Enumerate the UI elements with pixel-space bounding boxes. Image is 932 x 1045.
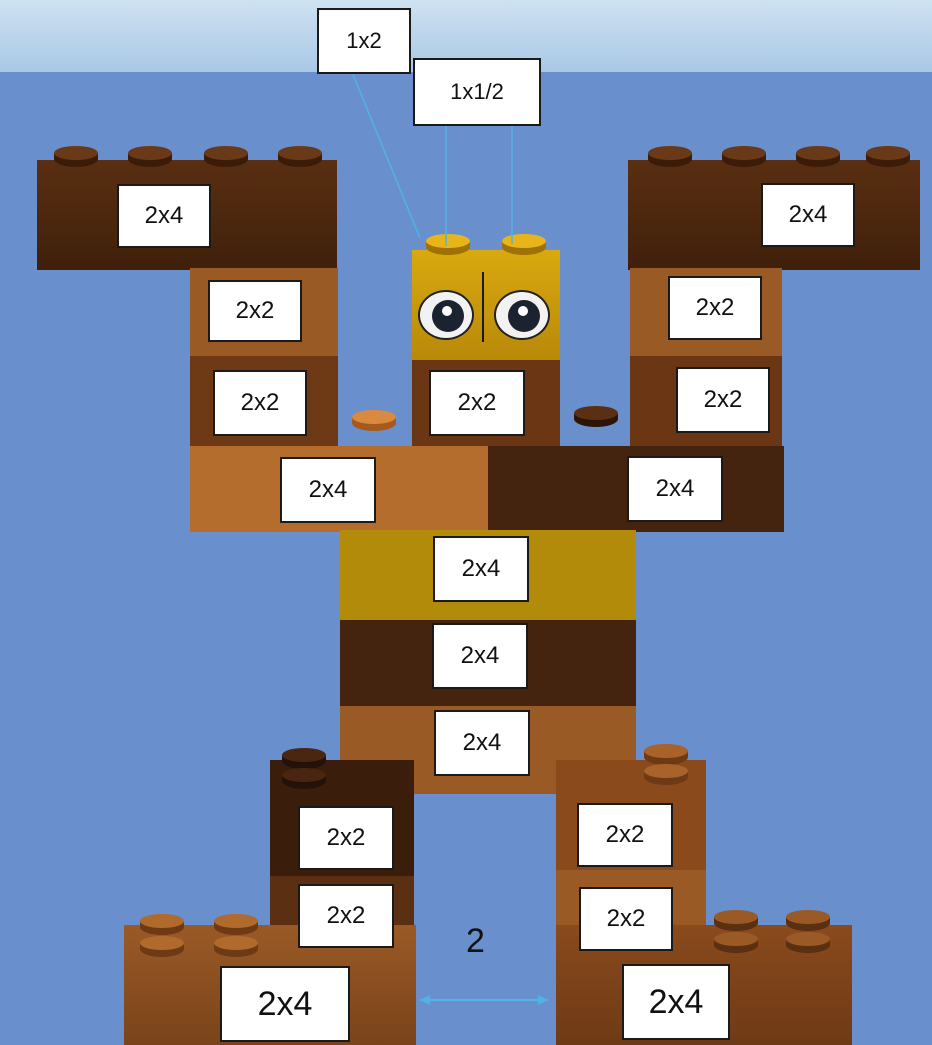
stud bbox=[278, 146, 322, 172]
stud bbox=[128, 146, 172, 172]
label-right-foot: 2x4 bbox=[622, 964, 730, 1040]
label-left-foot: 2x4 bbox=[220, 966, 350, 1042]
stud bbox=[574, 406, 618, 432]
label-neck: 2x2 bbox=[429, 370, 525, 436]
stud bbox=[786, 932, 830, 958]
stud bbox=[796, 146, 840, 172]
label-left-arm-top: 2x4 bbox=[117, 184, 211, 248]
label-head-top-1x1-2: 1x1/2 bbox=[413, 58, 541, 126]
stud bbox=[352, 410, 396, 436]
stud bbox=[140, 936, 184, 962]
stud bbox=[648, 146, 692, 172]
label-torso-dark: 2x4 bbox=[432, 623, 528, 689]
stud bbox=[282, 768, 326, 794]
stud bbox=[866, 146, 910, 172]
stud bbox=[204, 146, 248, 172]
label-head-top-1x2: 1x2 bbox=[317, 8, 411, 74]
stud bbox=[214, 936, 258, 962]
stud bbox=[722, 146, 766, 172]
label-torso-yellow: 2x4 bbox=[433, 536, 529, 602]
label-torso-hip: 2x4 bbox=[434, 710, 530, 776]
stud bbox=[714, 932, 758, 958]
label-right-arm-top: 2x4 bbox=[761, 183, 855, 247]
label-right-shoulder: 2x4 bbox=[627, 456, 723, 522]
label-left-leg-lower: 2x2 bbox=[298, 884, 394, 948]
label-right-leg-lower: 2x2 bbox=[579, 887, 673, 951]
right-eye bbox=[494, 290, 550, 340]
label-left-arm-upper: 2x2 bbox=[208, 280, 302, 342]
stud bbox=[54, 146, 98, 172]
label-left-arm-lower: 2x2 bbox=[213, 370, 307, 436]
stud bbox=[502, 234, 546, 260]
label-left-shoulder: 2x4 bbox=[280, 457, 376, 523]
label-left-leg-upper: 2x2 bbox=[298, 806, 394, 870]
stud bbox=[644, 764, 688, 790]
label-right-arm-upper: 2x2 bbox=[668, 276, 762, 340]
label-right-arm-lower: 2x2 bbox=[676, 367, 770, 433]
stud bbox=[426, 234, 470, 260]
gap-width-label: 2 bbox=[466, 922, 485, 961]
label-right-leg-upper: 2x2 bbox=[577, 803, 673, 867]
left-eye bbox=[418, 290, 474, 340]
